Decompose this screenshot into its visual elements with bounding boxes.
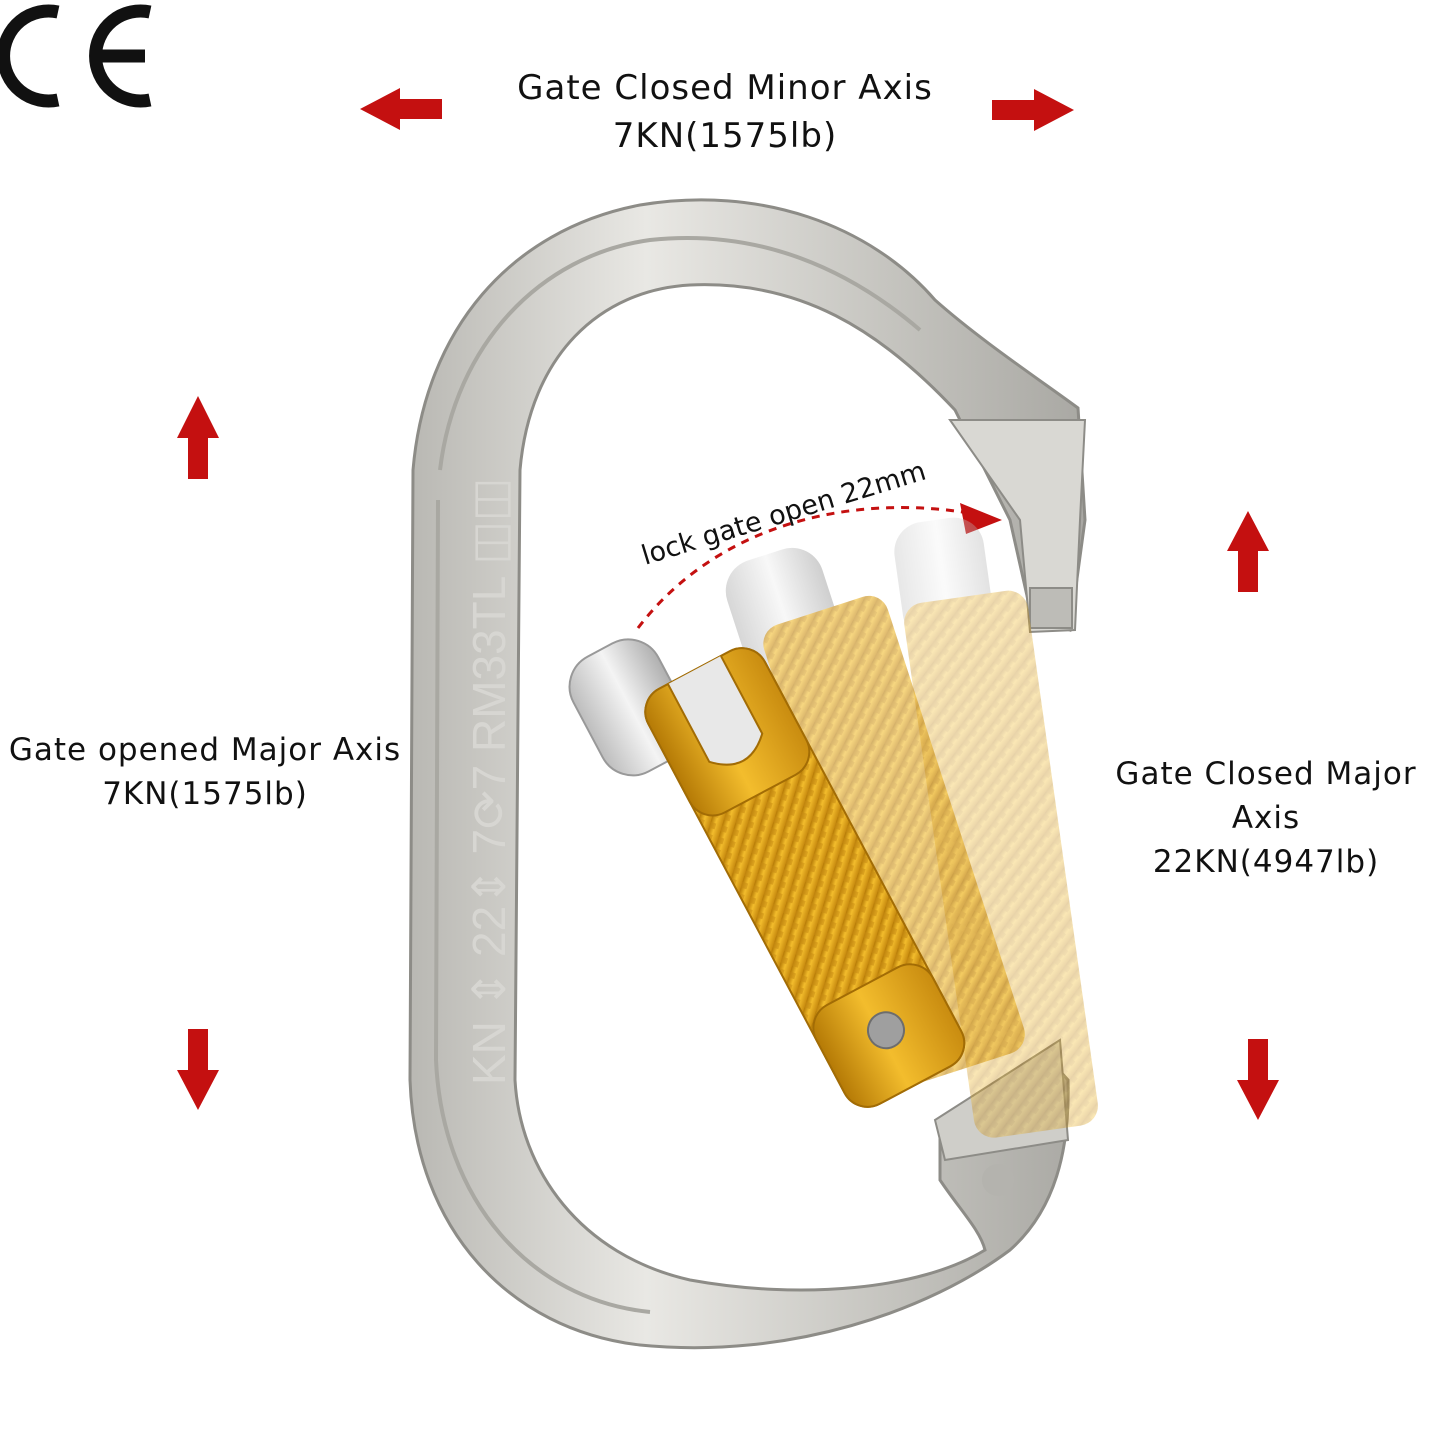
gate-closed-major-axis-label: Gate Closed Major Axis 22KN(4947lb) xyxy=(1076,752,1449,884)
arrow-down-icon xyxy=(1237,1039,1279,1120)
right-label-title: Gate Closed Major Axis xyxy=(1115,756,1417,836)
arrow-up-icon xyxy=(177,396,219,479)
arrow-up-icon xyxy=(1227,511,1269,592)
gate-opened-major-axis-label: Gate opened Major Axis 7KN(1575lb) xyxy=(0,728,410,816)
gate-ghost-mid xyxy=(725,547,1025,1083)
left-label-title: Gate opened Major Axis xyxy=(8,732,402,768)
ce-mark-icon xyxy=(0,0,170,124)
arrow-right-icon xyxy=(992,89,1074,131)
top-label-value: 7KN(1575lb) xyxy=(612,116,838,156)
left-label-value: 7KN(1575lb) xyxy=(102,776,308,812)
arrow-left-icon xyxy=(360,88,442,130)
arrow-down-icon xyxy=(177,1029,219,1110)
top-label-title: Gate Closed Minor Axis xyxy=(517,68,933,108)
right-label-value: 22KN(4947lb) xyxy=(1152,844,1380,880)
locking-gate xyxy=(568,638,966,1108)
gate-ghost-open xyxy=(894,517,1098,1138)
gate-closed-minor-axis-label: Gate Closed Minor Axis 7KN(1575lb) xyxy=(470,64,980,160)
engraving-text: KN ⇕ 22⇕ 7⟳7 RM33TL ◫◫ xyxy=(463,478,515,1085)
